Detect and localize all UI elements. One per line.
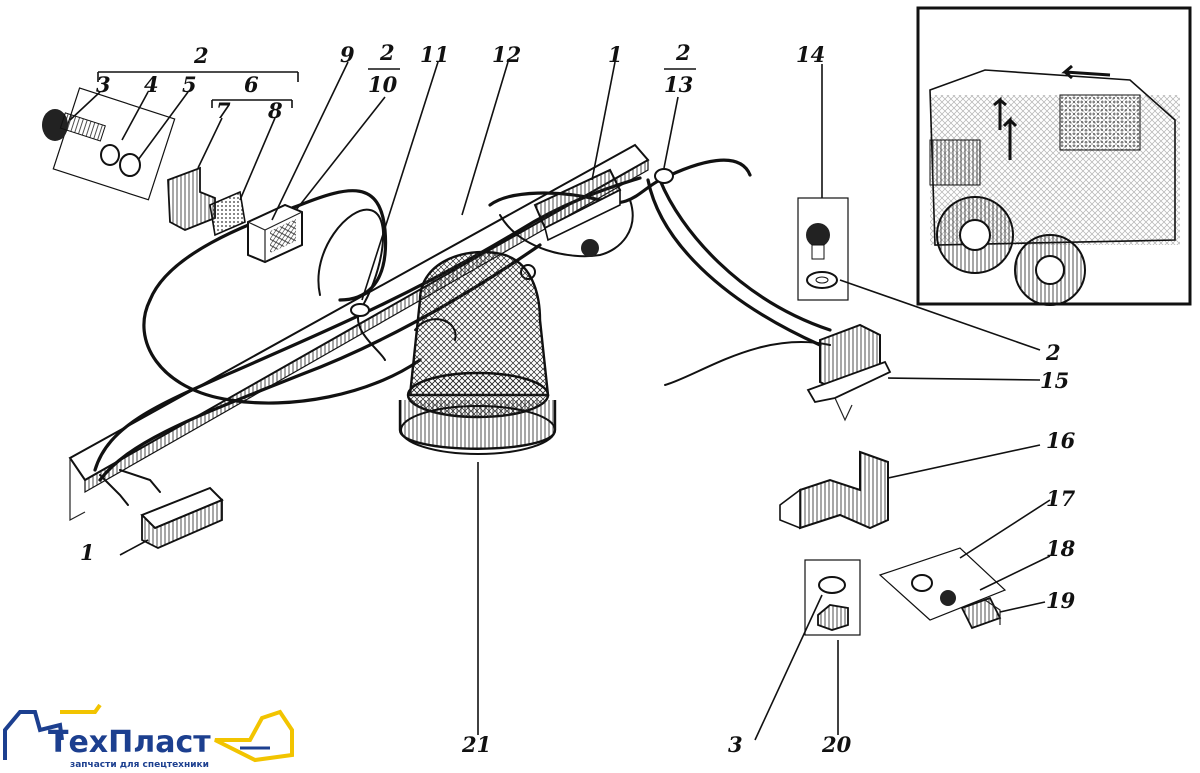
label-17: 17 bbox=[1046, 486, 1076, 511]
label-2-over-13: 2 bbox=[675, 40, 691, 65]
label-14: 14 bbox=[796, 42, 825, 67]
logo-name: ТехПласт bbox=[48, 725, 211, 760]
label-5: 5 bbox=[182, 72, 197, 97]
label-1-bottom: 1 bbox=[80, 540, 95, 565]
brand-logo: ТехПласт запчасти для спецтехники bbox=[3, 703, 294, 770]
label-15: 15 bbox=[1040, 368, 1069, 393]
connector-block bbox=[247, 203, 303, 264]
switch-block bbox=[806, 323, 892, 422]
label-20: 20 bbox=[821, 732, 852, 757]
label-12: 12 bbox=[492, 42, 521, 67]
rear-light-lower bbox=[140, 486, 224, 549]
label-19: 19 bbox=[1046, 588, 1076, 613]
wiring-harness bbox=[93, 158, 832, 506]
logo-tagline: запчасти для спецтехники bbox=[70, 760, 209, 770]
label-16: 16 bbox=[1046, 428, 1076, 453]
label-2-right: 2 bbox=[1045, 340, 1061, 365]
label-11: 11 bbox=[420, 42, 449, 67]
label-3: 3 bbox=[96, 72, 111, 97]
label-21: 21 bbox=[461, 732, 491, 757]
label-13: 13 bbox=[664, 72, 693, 97]
fasteners bbox=[42, 87, 1007, 636]
label-4: 4 bbox=[144, 72, 159, 97]
label-10: 10 bbox=[368, 72, 398, 97]
label-6: 6 bbox=[244, 72, 259, 97]
label-1-top: 1 bbox=[608, 42, 623, 67]
bracket bbox=[779, 450, 889, 530]
beacon-lamp bbox=[398, 250, 557, 455]
label-8: 8 bbox=[267, 98, 283, 123]
label-2-over-10: 2 bbox=[379, 40, 395, 65]
label-7: 7 bbox=[216, 98, 231, 123]
part-labels: 2 3 4 5 6 7 8 9 2 10 11 12 1 2 13 14 2 1… bbox=[80, 40, 1076, 757]
label-2-top: 2 bbox=[193, 43, 209, 68]
label-18: 18 bbox=[1046, 536, 1076, 561]
label-9: 9 bbox=[340, 42, 355, 67]
inset-machine-view bbox=[916, 6, 1192, 306]
label-3-bottom: 3 bbox=[728, 732, 743, 757]
rear-light-upper bbox=[533, 168, 622, 242]
leader-lines bbox=[69, 61, 1051, 741]
